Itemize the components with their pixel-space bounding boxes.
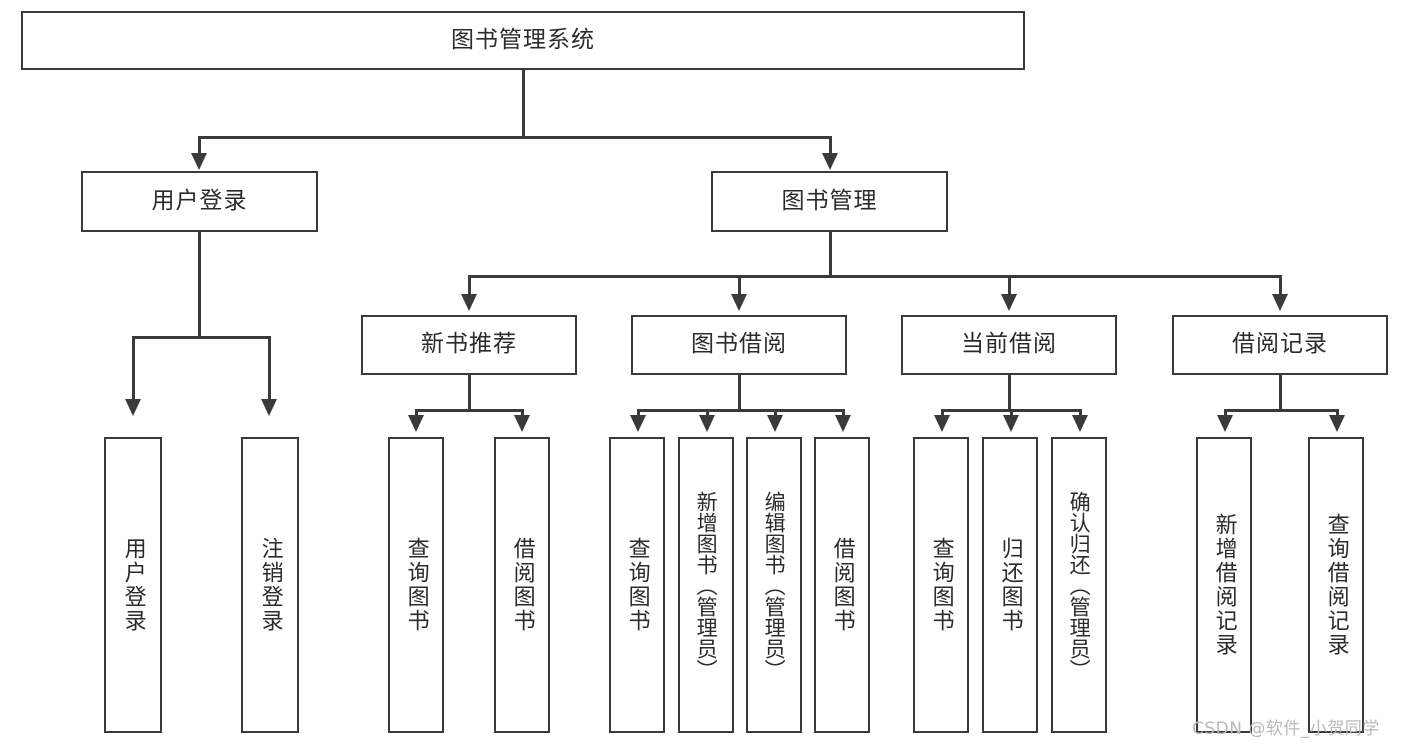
connector-leg-leaf-query-record [1336, 409, 1339, 418]
connector-leg-leaf-add-record [1224, 409, 1227, 418]
node-new-book-recommend[interactable]: 新书推荐 [361, 315, 577, 375]
node-leaf-add-record-label: 新增借阅记录 [1211, 513, 1237, 657]
node-new-book-recommend-label: 新书推荐 [421, 331, 517, 358]
node-leaf-add-record[interactable]: 新增借阅记录 [1196, 437, 1252, 733]
node-leaf-borrow-book-2-label: 借阅图书 [829, 537, 855, 633]
node-book-borrow[interactable]: 图书借阅 [631, 315, 847, 375]
node-leaf-add-book[interactable]: 新增图书（管理员） [678, 437, 734, 733]
connector-leg-leaf-return-book [1010, 409, 1013, 418]
arrow-leaf-confirm-return [1072, 415, 1088, 432]
node-leaf-return-book-label: 归还图书 [997, 537, 1023, 633]
node-leaf-query-book-3[interactable]: 查询图书 [913, 437, 969, 733]
node-leaf-query-book-1[interactable]: 查询图书 [388, 437, 444, 733]
node-leaf-logout-login-label: 注销登录 [257, 537, 283, 633]
node-user-login-label: 用户登录 [151, 187, 248, 214]
connector-current-borrow-stem [1008, 375, 1011, 410]
connector-new-book-recommend-stem [468, 375, 471, 410]
node-book-borrow-label: 图书借阅 [691, 331, 787, 358]
node-leaf-borrow-book-2[interactable]: 借阅图书 [814, 437, 870, 733]
node-leaf-query-record[interactable]: 查询借阅记录 [1308, 437, 1364, 733]
connector-leg-leaf-add-book [706, 409, 709, 418]
arrow-leaf-edit-book [767, 415, 783, 432]
connector-borrow-record-bar [1224, 409, 1336, 412]
connector-leg-leaf-logout-login [268, 336, 271, 402]
arrow-leaf-query-book-1 [408, 415, 424, 432]
connector-root-bar [198, 136, 831, 139]
arrow-leaf-return-book [1003, 415, 1019, 432]
arrow-leaf-borrow-book-2 [835, 415, 851, 432]
node-borrow-record-label: 借阅记录 [1232, 331, 1328, 358]
watermark-text: CSDN @软件_小贺同学 [1192, 719, 1380, 739]
connector-leg-new-book-recommend [468, 275, 471, 297]
arrow-leaf-query-book-3 [934, 415, 950, 432]
connector-book-management-bar [468, 275, 1282, 278]
node-leaf-user-login-label: 用户登录 [120, 537, 146, 633]
connector-leg-leaf-query-book-2 [637, 409, 640, 418]
arrow-current-borrow [1001, 294, 1017, 311]
node-leaf-edit-book-label: 编辑图书（管理员） [762, 490, 787, 680]
node-leaf-edit-book[interactable]: 编辑图书（管理员） [746, 437, 802, 733]
connector-book-borrow-bar [637, 409, 843, 412]
connector-leg-leaf-query-book-1 [415, 409, 418, 418]
connector-book-management-stem [829, 232, 832, 276]
connector-leg-user-login [198, 136, 201, 158]
arrow-leaf-logout-login [261, 399, 277, 416]
arrow-leaf-user-login [125, 399, 141, 416]
arrow-leaf-add-record [1217, 415, 1233, 432]
node-leaf-query-book-3-label: 查询图书 [928, 537, 954, 633]
connector-leg-leaf-confirm-return [1079, 409, 1082, 418]
node-leaf-query-record-label: 查询借阅记录 [1323, 513, 1349, 657]
connector-borrow-record-stem [1279, 375, 1282, 410]
node-leaf-borrow-book-1-label: 借阅图书 [509, 537, 535, 633]
connector-user-login-bar [132, 336, 268, 339]
node-borrow-record[interactable]: 借阅记录 [1172, 315, 1388, 375]
arrow-new-book-recommend [461, 294, 477, 311]
node-leaf-query-book-2[interactable]: 查询图书 [609, 437, 665, 733]
arrow-leaf-add-book [699, 415, 715, 432]
connector-leg-borrow-record [1279, 275, 1282, 297]
connector-root-stem [522, 70, 525, 137]
node-leaf-query-book-2-label: 查询图书 [624, 537, 650, 633]
connector-leg-leaf-borrow-book-1 [521, 409, 524, 418]
arrow-book-borrow [731, 294, 747, 311]
connector-book-borrow-stem [738, 375, 741, 410]
connector-leg-leaf-query-book-3 [941, 409, 944, 418]
node-book-management[interactable]: 图书管理 [711, 171, 948, 232]
connector-leg-book-management [829, 136, 832, 158]
arrow-book-management [822, 153, 838, 170]
connector-leg-current-borrow [1008, 275, 1011, 297]
connector-leg-leaf-user-login [132, 336, 135, 402]
connector-leg-leaf-edit-book [774, 409, 777, 418]
arrow-borrow-record [1272, 294, 1288, 311]
node-leaf-confirm-return[interactable]: 确认归还（管理员） [1051, 437, 1107, 733]
arrow-leaf-query-book-2 [630, 415, 646, 432]
node-leaf-user-login[interactable]: 用户登录 [104, 437, 162, 733]
connector-new-book-recommend-bar [415, 409, 521, 412]
node-current-borrow[interactable]: 当前借阅 [901, 315, 1117, 375]
node-root-label: 图书管理系统 [451, 26, 595, 53]
connector-leg-book-borrow [738, 275, 741, 297]
node-root[interactable]: 图书管理系统 [21, 11, 1025, 70]
node-leaf-confirm-return-label: 确认归还（管理员） [1067, 490, 1092, 680]
connector-user-login-stem [198, 232, 201, 337]
node-leaf-query-book-1-label: 查询图书 [403, 537, 429, 633]
arrow-user-login [191, 153, 207, 170]
connector-leg-leaf-borrow-book-2 [842, 409, 845, 418]
node-leaf-borrow-book-1[interactable]: 借阅图书 [494, 437, 550, 733]
node-leaf-add-book-label: 新增图书（管理员） [694, 490, 719, 680]
node-leaf-return-book[interactable]: 归还图书 [982, 437, 1038, 733]
arrow-leaf-query-record [1329, 415, 1345, 432]
arrow-leaf-borrow-book-1 [514, 415, 530, 432]
node-book-management-label: 图书管理 [781, 187, 878, 214]
node-user-login[interactable]: 用户登录 [81, 171, 318, 232]
node-current-borrow-label: 当前借阅 [961, 331, 1057, 358]
node-leaf-logout-login[interactable]: 注销登录 [241, 437, 299, 733]
